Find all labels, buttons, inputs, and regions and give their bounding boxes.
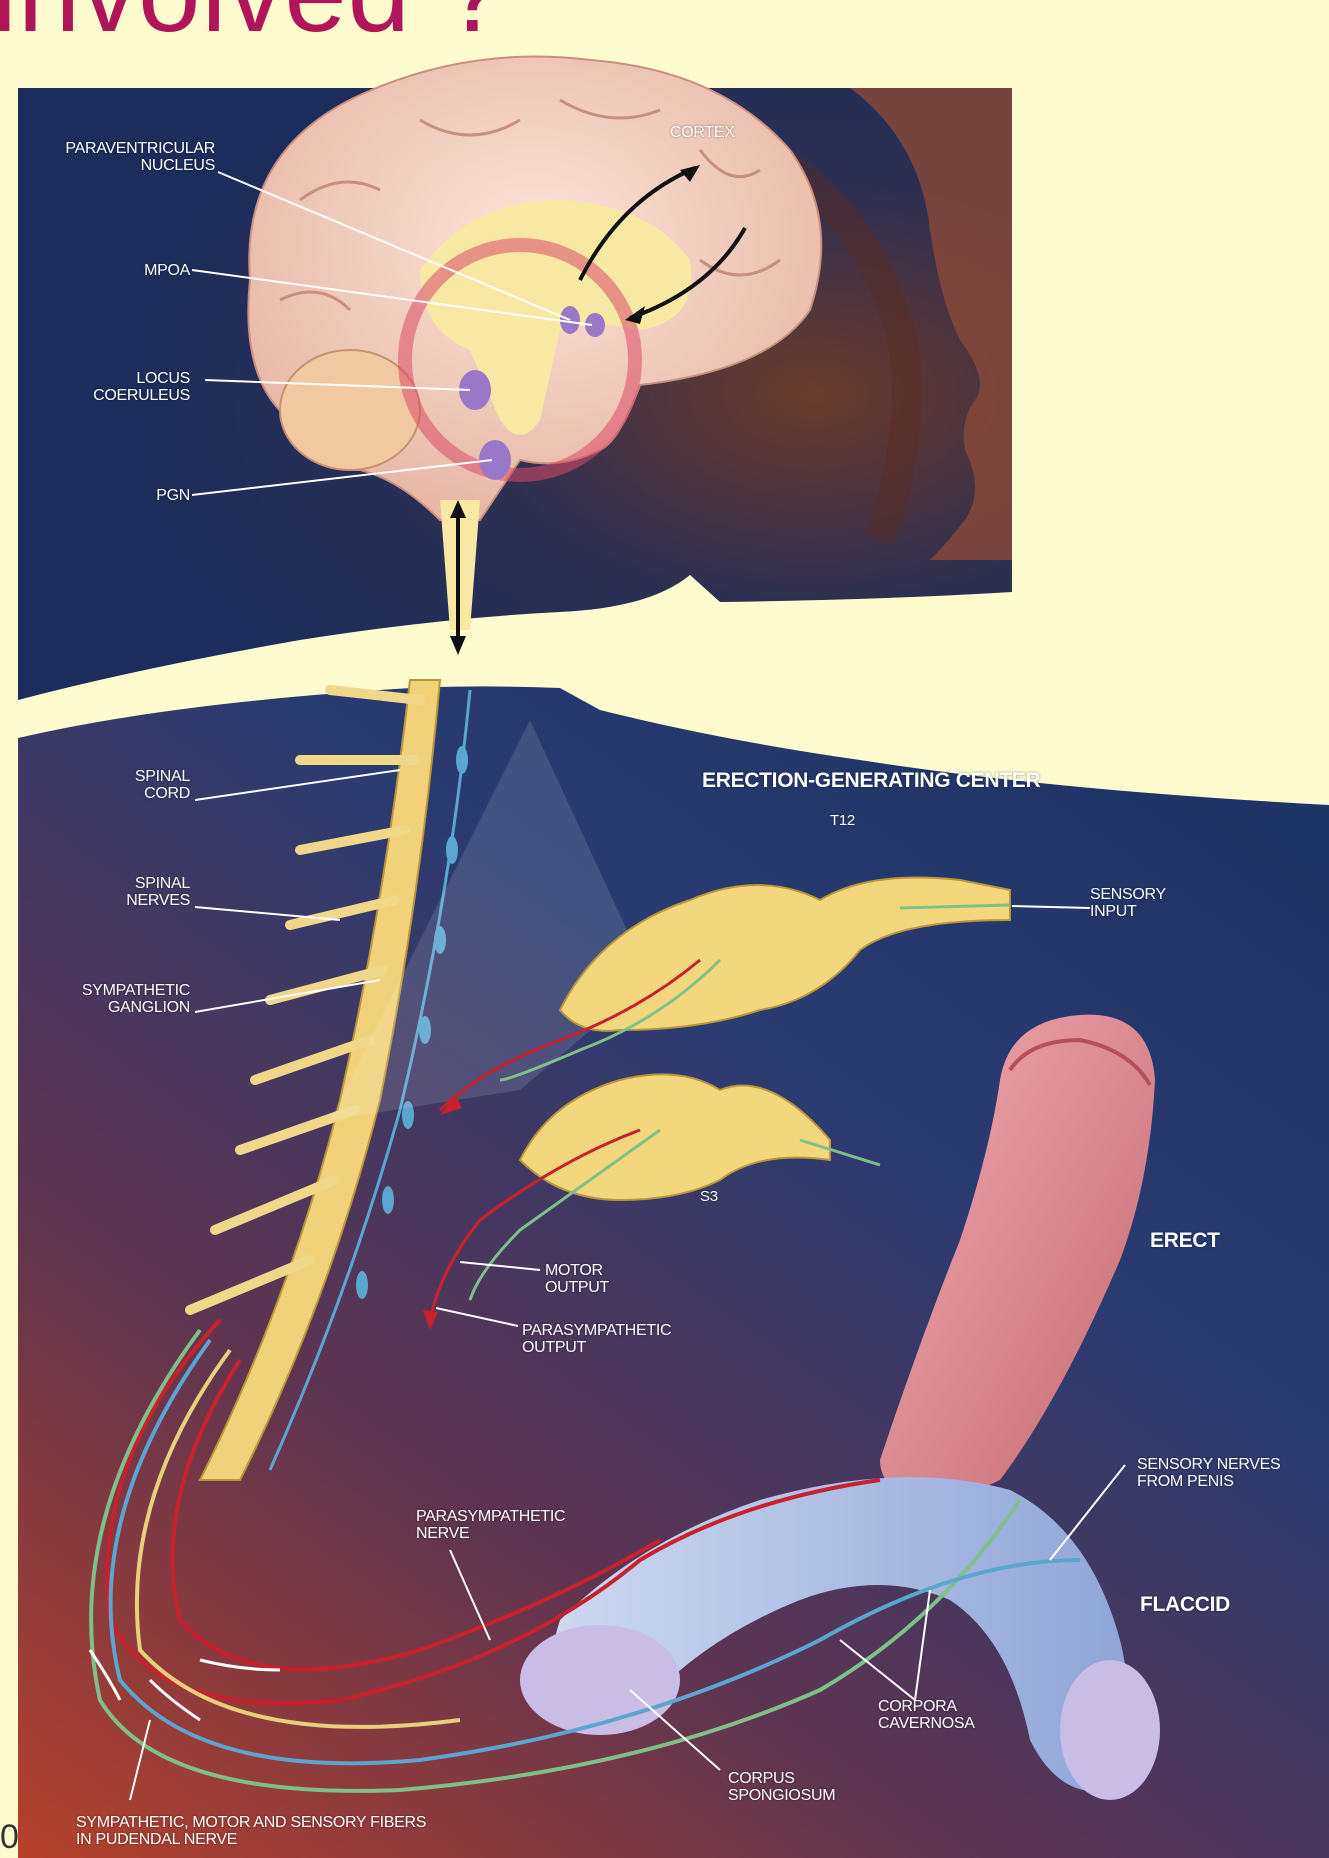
- glans: [1060, 1660, 1160, 1800]
- label-pudendal-nerve: SYMPATHETIC, MOTOR AND SENSORY FIBERS IN…: [76, 1814, 436, 1848]
- label-sensory-nerves-from-penis: SENSORY NERVES FROM PENIS: [1137, 1456, 1302, 1490]
- label-flaccid: FLACCID: [1140, 1596, 1230, 1613]
- label-locus-coeruleus: LOCUS COERULEUS: [60, 370, 190, 404]
- label-s3: S3: [700, 1188, 718, 1205]
- label-parasympathetic-output: PARASYMPATHETIC OUTPUT: [522, 1322, 707, 1356]
- label-corpus-spongiosum: CORPUS SPONGIOSUM: [728, 1770, 858, 1804]
- label-spinal-cord: SPINAL CORD: [100, 768, 190, 802]
- label-cortex: CORTEX: [670, 124, 735, 141]
- label-sensory-input: SENSORY INPUT: [1090, 886, 1190, 920]
- label-spinal-nerves: SPINAL NERVES: [100, 875, 190, 909]
- label-erect: ERECT: [1150, 1232, 1220, 1249]
- label-t12: T12: [830, 812, 855, 829]
- label-paraventricular-nucleus: PARAVENTRICULAR NUCLEUS: [40, 140, 215, 174]
- label-sympathetic-ganglion: SYMPATHETIC GANGLION: [50, 982, 190, 1016]
- label-pgn: PGN: [100, 487, 190, 504]
- label-corpora-cavernosa: CORPORA CAVERNOSA: [878, 1698, 998, 1732]
- label-mpoa: MPOA: [100, 262, 190, 279]
- label-parasympathetic-nerve: PARASYMPATHETIC NERVE: [416, 1508, 601, 1542]
- label-motor-output: MOTOR OUTPUT: [545, 1262, 635, 1296]
- bulb: [520, 1625, 680, 1735]
- label-erection-center: ERECTION-GENERATING CENTER: [702, 772, 1040, 789]
- slide-number: 0: [0, 1818, 19, 1857]
